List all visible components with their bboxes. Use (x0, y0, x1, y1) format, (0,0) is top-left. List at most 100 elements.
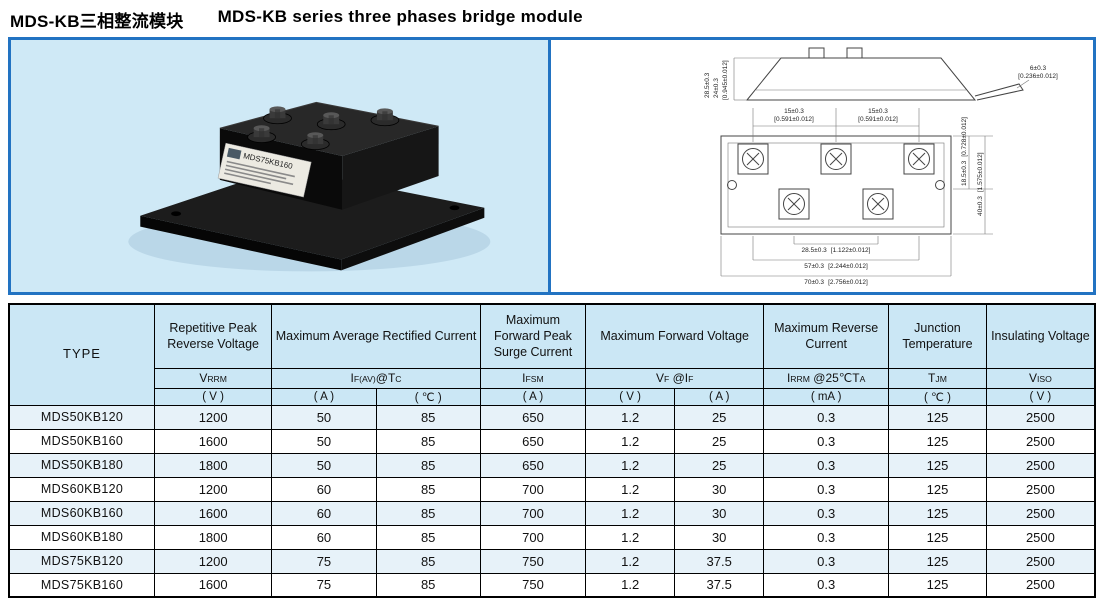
value-cell: 2500 (985, 404, 1096, 430)
value-cell: 50 (271, 452, 377, 478)
front-view-top-dims (752, 108, 920, 142)
title-chinese: MDS-KB三相整流模块 (10, 12, 184, 31)
value-cell: 0.3 (763, 572, 890, 598)
dim-label: 28.5±0.3 (704, 72, 711, 98)
value-cell: 1600 (154, 500, 273, 526)
value-cell: 1.2 (585, 452, 676, 478)
col-header-irrm-group: Maximum Reverse Current (763, 303, 890, 369)
spec-table: TYPE Repetitive Peak Reverse Voltage Max… (8, 303, 1096, 598)
symbol-vrrm: VRRM (154, 367, 273, 389)
value-cell: 1.2 (585, 524, 676, 550)
value-cell: 1800 (154, 524, 273, 550)
unit-cell: ( mA ) (763, 387, 890, 406)
value-cell: 50 (271, 428, 377, 454)
symbol-header-row: VRRM IF(AV)@TC IFSM VF @IF IRRM @25℃TA T… (9, 367, 1096, 389)
value-cell: 125 (888, 572, 987, 598)
value-cell: 1.2 (585, 476, 676, 502)
dim-label: 28.5±0.3[1.122±0.012] (802, 247, 871, 254)
type-cell: MDS75KB160 (8, 572, 156, 598)
symbol-viso: VISO (985, 367, 1096, 389)
value-cell: 37.5 (674, 572, 765, 598)
product-label: MDS75KB160 (217, 142, 312, 198)
value-cell: 750 (479, 572, 587, 598)
value-cell: 1600 (154, 428, 273, 454)
type-cell: MDS50KB180 (8, 452, 156, 478)
dim-label: 18.5±0.3[0.728±0.012] (961, 117, 968, 186)
symbol-vf-if: VF @IF (585, 367, 765, 389)
value-cell: 700 (479, 524, 587, 550)
dim-label: 70±0.3[2.756±0.012] (804, 279, 868, 286)
value-cell: 0.3 (763, 524, 890, 550)
value-cell: 30 (674, 500, 765, 526)
value-cell: 650 (479, 428, 587, 454)
value-cell: 125 (888, 404, 987, 430)
value-cell: 1200 (154, 548, 273, 574)
unit-cell: ( A ) (479, 387, 587, 406)
type-cell: MDS60KB120 (8, 476, 156, 502)
value-cell: 650 (479, 404, 587, 430)
value-cell: 2500 (985, 500, 1096, 526)
value-cell: 0.3 (763, 404, 890, 430)
module-base-plate (140, 167, 485, 271)
value-cell: 2500 (985, 572, 1096, 598)
col-header-tjm-group: Junction Temperature (888, 303, 987, 369)
value-cell: 1.2 (585, 572, 676, 598)
spec-table-header: TYPE Repetitive Peak Reverse Voltage Max… (8, 303, 1096, 406)
value-cell: 750 (479, 548, 587, 574)
dim-label: [0.945±0.012] (722, 60, 729, 100)
value-cell: 1.2 (585, 404, 676, 430)
col-header-vrrm-group: Repetitive Peak Reverse Voltage (154, 303, 273, 369)
dim-label: 6±0.3 (1030, 65, 1047, 72)
type-cell: MDS60KB160 (8, 500, 156, 526)
symbol-irrm: IRRM @25℃TA (763, 367, 890, 389)
value-cell: 2500 (985, 524, 1096, 550)
col-header-ifsm-group: Maximum Forward Peak Surge Current (479, 303, 587, 369)
product-photo: MDS75KB160 (11, 40, 551, 292)
value-cell: 0.3 (763, 548, 890, 574)
title-english: MDS-KB series three phases bridge module (217, 7, 583, 26)
terminal-screw-icon (247, 125, 276, 144)
type-cell: MDS75KB120 (8, 548, 156, 574)
value-cell: 1200 (154, 476, 273, 502)
value-cell: 1.2 (585, 548, 676, 574)
front-view-bottom-dims (720, 236, 952, 277)
terminal-screw-icon (370, 108, 400, 127)
value-cell: 1600 (154, 572, 273, 598)
value-cell: 85 (375, 452, 481, 478)
product-panel: MDS75KB160 28.5±0.3 24±0.3 (8, 37, 1096, 295)
terminal-screw-icon (300, 132, 330, 150)
col-header-vf-group: Maximum Forward Voltage (585, 303, 765, 369)
value-cell: 125 (888, 548, 987, 574)
type-cell: MDS60KB180 (8, 524, 156, 550)
value-cell: 85 (375, 500, 481, 526)
unit-cell: ( A ) (674, 387, 765, 406)
terminal-screw-icon (316, 112, 346, 131)
outline-drawing: 28.5±0.3 24±0.3 [0.945±0.012] 6±0.3 [0.2… (704, 47, 1058, 286)
unit-cell: ( ℃ ) (888, 387, 987, 406)
group-header-row: TYPE Repetitive Peak Reverse Voltage Max… (8, 303, 1096, 406)
dim-label: 40±0.3[1.575±0.012] (977, 152, 984, 216)
dim-label: [0.591±0.012] (858, 116, 898, 123)
value-cell: 1800 (154, 452, 273, 478)
value-cell: 60 (271, 476, 377, 502)
value-cell: 2500 (985, 452, 1096, 478)
value-cell: 2500 (985, 476, 1096, 502)
value-cell: 650 (479, 452, 587, 478)
value-cell: 30 (674, 476, 765, 502)
value-cell: 700 (479, 476, 587, 502)
value-cell: 37.5 (674, 548, 765, 574)
module-photo-illustration: MDS75KB160 (128, 101, 491, 272)
value-cell: 25 (674, 452, 765, 478)
type-cell: MDS50KB120 (8, 404, 156, 430)
symbol-ifav: IF(AV)@TC (271, 367, 481, 389)
value-cell: 85 (375, 428, 481, 454)
dim-label: 15±0.3 (784, 108, 804, 115)
value-cell: 25 (674, 404, 765, 430)
value-cell: 2500 (985, 548, 1096, 574)
value-cell: 60 (271, 524, 377, 550)
value-cell: 125 (888, 476, 987, 502)
label-logo (226, 147, 242, 160)
